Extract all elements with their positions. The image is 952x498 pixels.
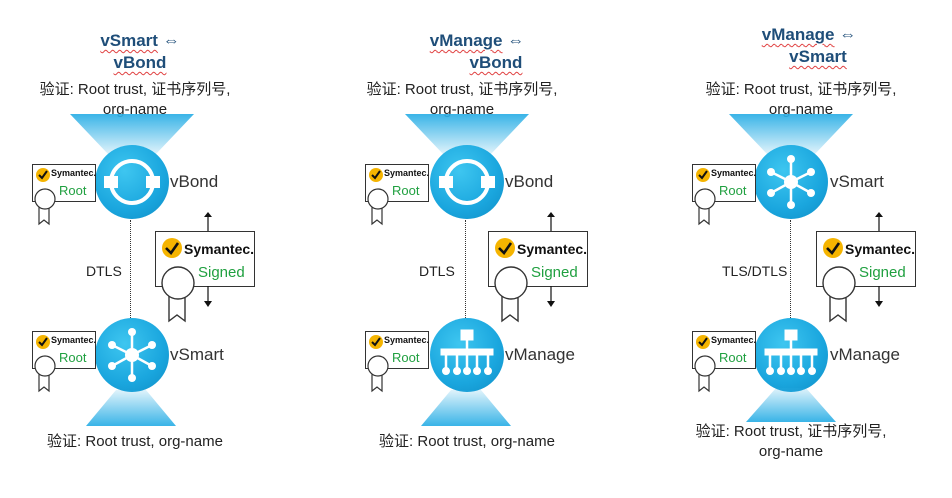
bottom-verify-text: 验证: Root trust, org-name <box>379 433 555 450</box>
top-node-label: vSmart <box>830 172 884 191</box>
panel-vsmart-vbond: vSmart ⇔ vBond 验证: Root trust, 证书序列号, or… <box>0 0 317 498</box>
vsmart-controller-icon <box>108 328 156 382</box>
checkmark-icon <box>36 335 50 349</box>
bottom-beam <box>421 390 511 426</box>
vbond-orchestrator-icon <box>104 159 160 205</box>
bottom-node-label: vManage <box>505 345 575 364</box>
bidirectional-arrow-icon: ⇔ <box>839 25 857 44</box>
panel-title: vManage ⇔ vSmart <box>739 24 879 68</box>
bottom-verify-text: 验证: Root trust, 证书序列号, org-name <box>695 423 887 460</box>
vsmart-controller-icon <box>767 155 815 209</box>
root-cert-top: Symantec. Root <box>692 164 756 202</box>
top-verify-text: 验证: Root trust, 证书序列号, org-name <box>366 81 558 118</box>
checkmark-icon <box>162 238 182 258</box>
root-cert-top: Symantec. Root <box>365 164 429 202</box>
top-node-label: vBond <box>505 172 554 191</box>
connection-line <box>130 220 131 320</box>
top-verify-text: 验证: Root trust, 证书序列号, org-name <box>39 81 231 118</box>
bidirectional-arrow-icon: ⇔ <box>507 31 525 50</box>
connection-line <box>790 220 791 320</box>
bidirectional-arrow-icon: ⇔ <box>162 31 180 50</box>
title-device-b: vBond <box>469 53 523 72</box>
link-label: DTLS <box>86 263 122 279</box>
medal-icon <box>161 266 195 323</box>
medal-icon <box>694 188 716 226</box>
down-arrow-icon <box>547 286 555 307</box>
down-arrow-icon <box>875 286 883 307</box>
medal-icon <box>694 355 716 393</box>
vmanage-icon <box>764 329 818 375</box>
top-beam <box>405 114 529 154</box>
vmanage-node <box>430 318 504 392</box>
root-cert-top: Symantec. Root <box>32 164 96 202</box>
checkmark-icon <box>696 168 710 182</box>
checkmark-icon <box>36 168 50 182</box>
top-beam <box>729 114 853 154</box>
bottom-node-label: vManage <box>830 345 900 364</box>
top-node-label: vBond <box>170 172 219 191</box>
medal-icon <box>34 355 56 393</box>
up-arrow-icon <box>204 212 212 231</box>
vbond-orchestrator-icon <box>439 159 495 205</box>
vmanage-icon <box>440 329 494 375</box>
up-arrow-icon <box>875 212 883 231</box>
title-device-a: vManage <box>429 31 503 50</box>
panel-title: vManage ⇔ vBond <box>407 30 547 74</box>
medal-icon <box>367 355 389 393</box>
title-device-a: vManage <box>761 25 835 44</box>
connection-line <box>465 220 466 320</box>
medal-icon <box>34 188 56 226</box>
vsmart-node <box>95 318 169 392</box>
root-cert-bottom: Symantec. Root <box>692 331 756 369</box>
top-beam <box>70 114 194 154</box>
medal-icon <box>367 188 389 226</box>
panel-title: vSmart ⇔ vBond <box>80 30 200 74</box>
bottom-beam <box>86 390 176 426</box>
bottom-node-label: vSmart <box>170 345 224 364</box>
link-label: DTLS <box>419 263 455 279</box>
top-verify-text: 验证: Root trust, 证书序列号, org-name <box>705 81 897 118</box>
checkmark-icon <box>696 335 710 349</box>
title-device-a: vSmart <box>100 31 158 50</box>
up-arrow-icon <box>547 212 555 231</box>
checkmark-icon <box>823 238 843 258</box>
checkmark-icon <box>369 335 383 349</box>
vbond-node <box>430 145 504 219</box>
title-device-b: vSmart <box>789 47 847 66</box>
checkmark-icon <box>369 168 383 182</box>
medal-icon <box>494 266 528 323</box>
bottom-verify-text: 验证: Root trust, org-name <box>47 433 223 450</box>
medal-icon <box>822 266 856 323</box>
down-arrow-icon <box>204 286 212 307</box>
panel-vmanage-vbond: vManage ⇔ vBond 验证: Root trust, 证书序列号, o… <box>317 0 634 498</box>
title-device-b: vBond <box>113 53 167 72</box>
vmanage-node <box>754 318 828 392</box>
vsmart-node <box>754 145 828 219</box>
link-label: TLS/DTLS <box>722 263 788 279</box>
checkmark-icon <box>495 238 515 258</box>
vbond-node <box>95 145 169 219</box>
bottom-beam <box>746 388 836 422</box>
panel-vmanage-vsmart: vManage ⇔ vSmart 验证: Root trust, 证书序列号, … <box>634 0 951 498</box>
